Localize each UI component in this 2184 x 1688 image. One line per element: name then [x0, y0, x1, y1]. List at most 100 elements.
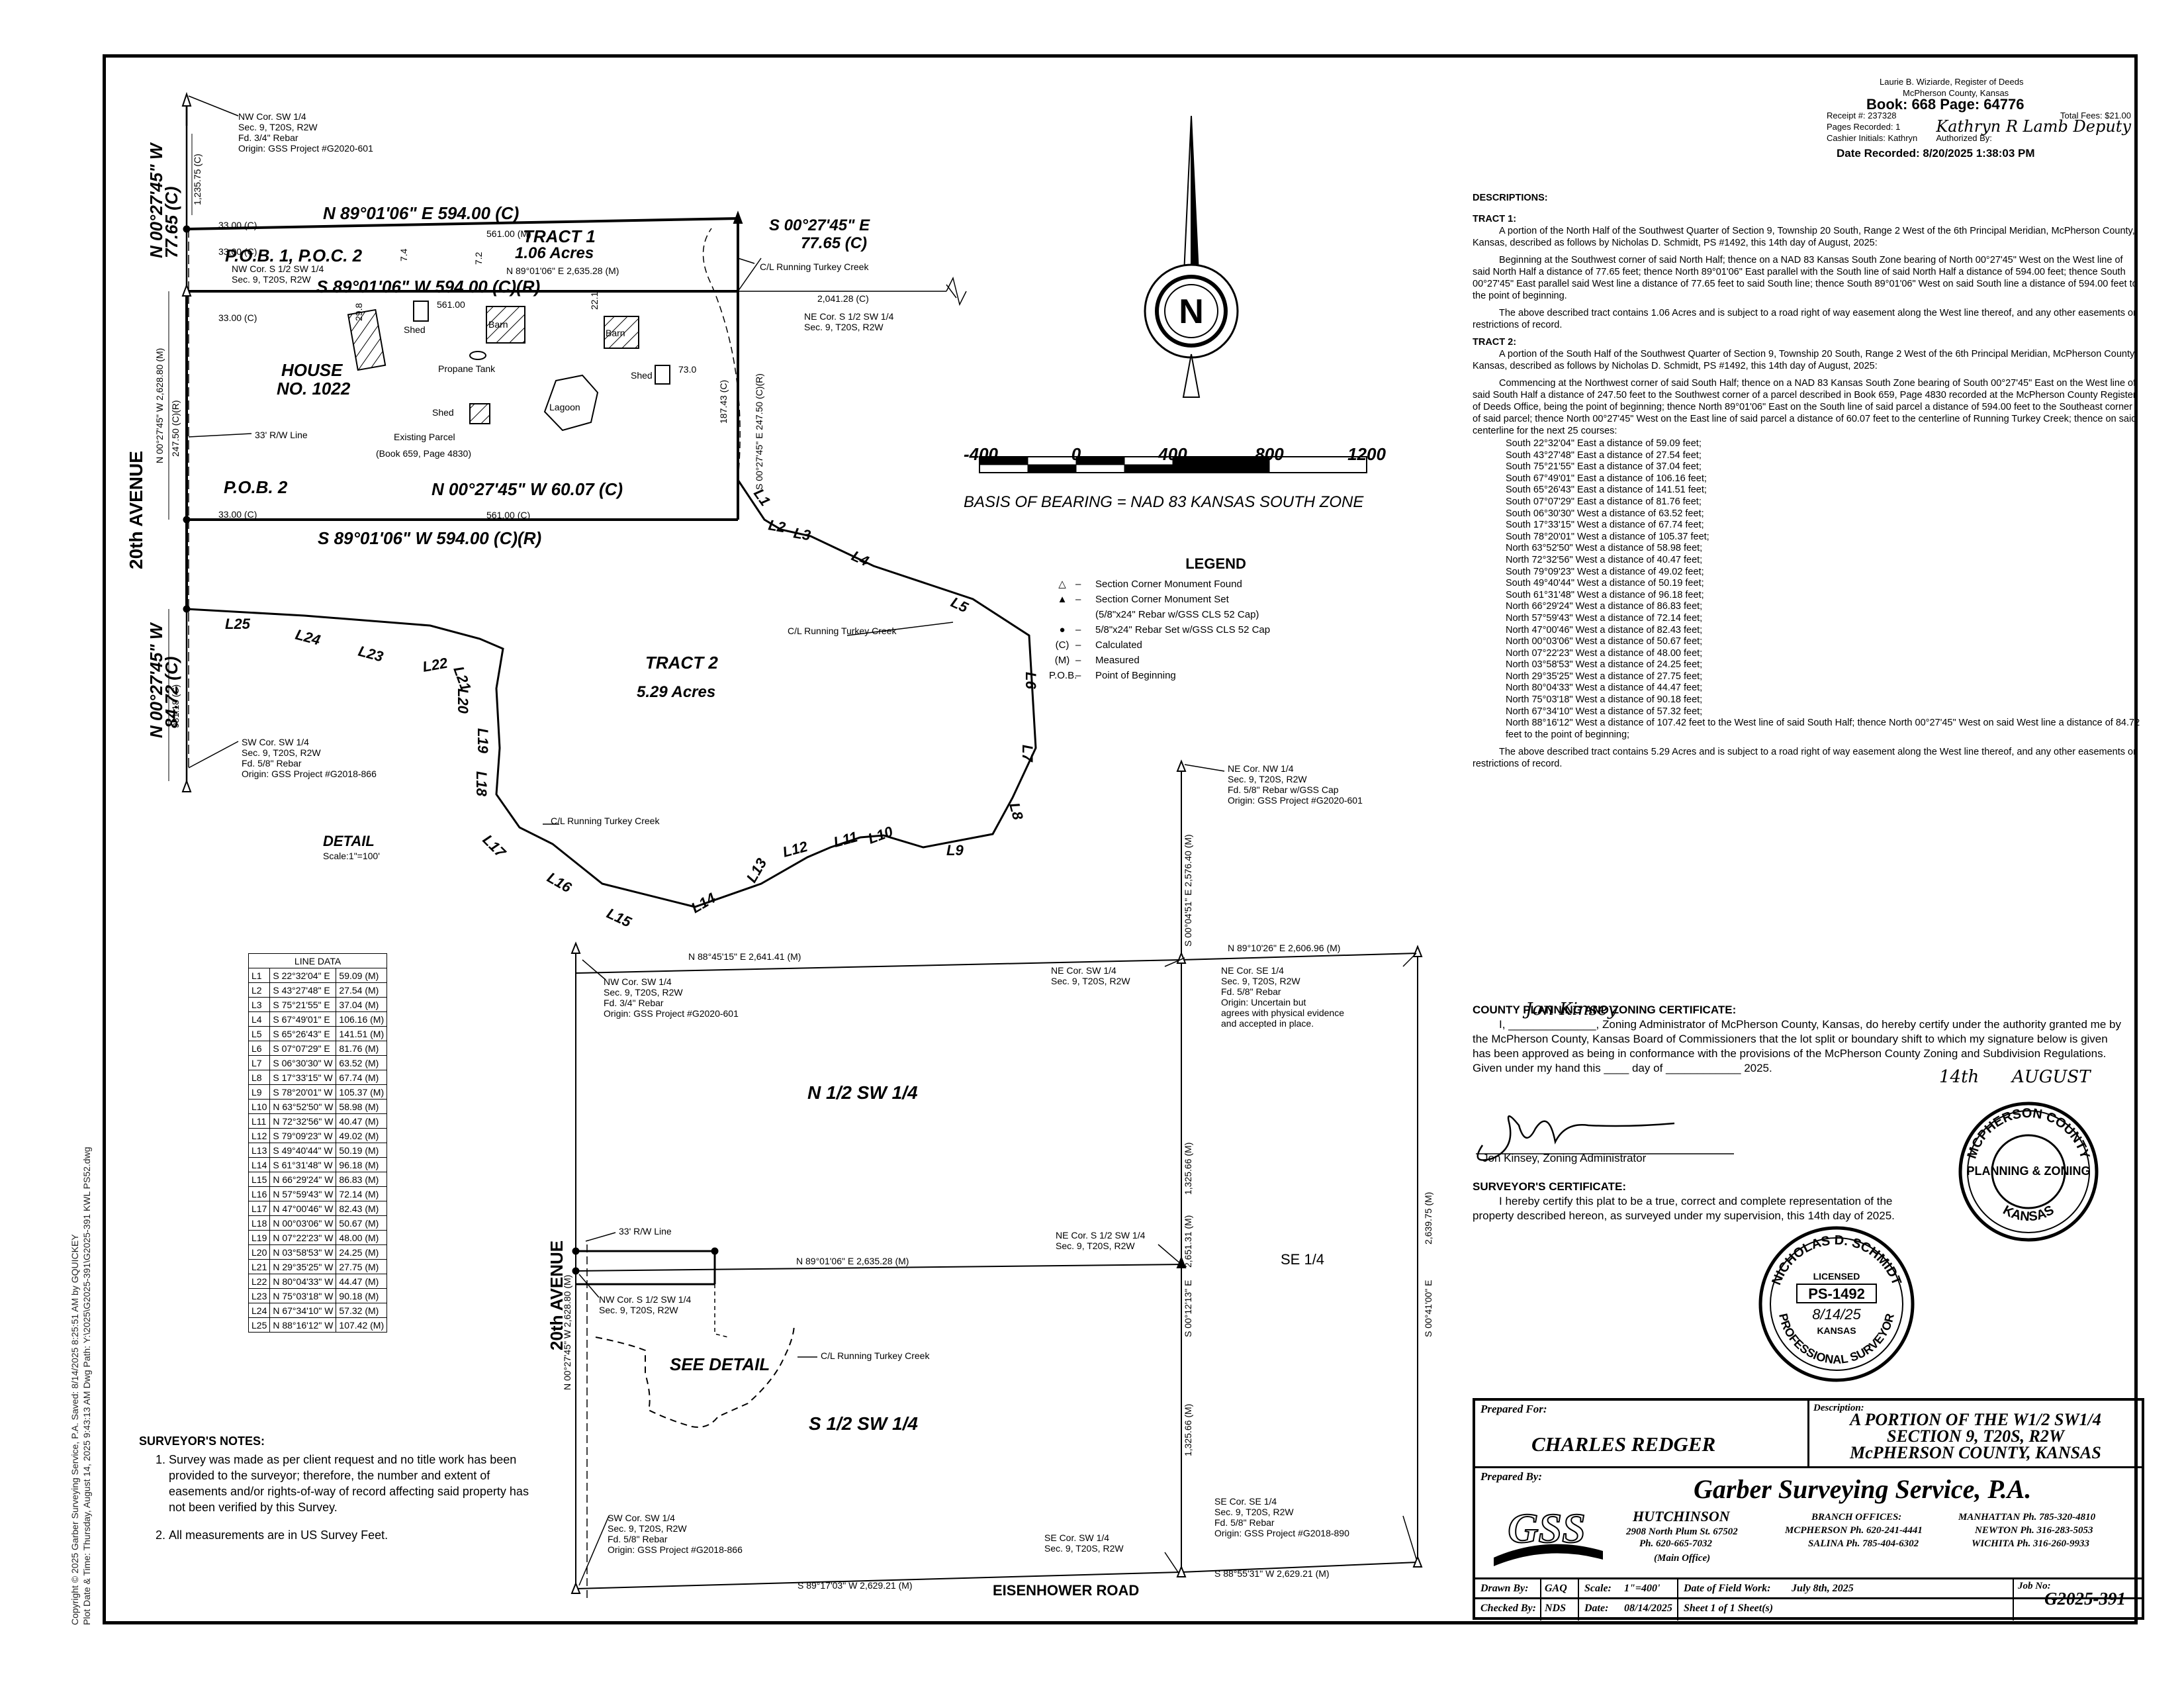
line-id-cell: L6	[248, 1041, 271, 1056]
line-id-cell: L10	[248, 1099, 271, 1114]
gss-logo-icon: GSS	[1494, 1504, 1603, 1566]
course-item: North 80°04'33" West a distance of 44.47…	[1506, 682, 1703, 694]
line-bearing-cell: S 22°32'04" E	[269, 968, 337, 983]
dist-7: 7.2	[473, 252, 484, 265]
detail-title: DETAIL	[323, 833, 375, 849]
svg-text:KANSAS: KANSAS	[2001, 1203, 2057, 1224]
house-number: NO. 1022	[277, 379, 351, 399]
line-distance-cell: 141.51 (M)	[336, 1026, 388, 1041]
line-id-cell: L7	[248, 1055, 271, 1070]
note-2: All measurements are in US Survey Feet.	[169, 1527, 543, 1543]
legend-symbol: ▲	[1057, 594, 1068, 605]
course-item: North 47°00'46" West a distance of 82.43…	[1506, 624, 1703, 635]
line-id-cell: L18	[248, 1215, 271, 1231]
course-item: South 43°27'48" East a distance of 27.54…	[1506, 449, 1702, 461]
see-detail-label: SEE DETAIL	[670, 1354, 770, 1374]
legend-row: ▲ –Section Corner Monument Set	[1049, 592, 1270, 607]
zoning-signer: Jon Kinsey, Zoning Administrator	[1482, 1152, 1647, 1164]
legend-symbol	[1049, 607, 1075, 622]
legend-row: (C) –Calculated	[1049, 637, 1270, 653]
scale-tick-4: 1200	[1347, 444, 1386, 464]
sheet-count: Sheet 1 of 1 Sheet(s)	[1684, 1603, 1774, 1614]
dist-29: 29.8	[353, 303, 364, 321]
line-id-cell: L5	[248, 1026, 271, 1041]
line-distance-cell: 49.02 (M)	[336, 1128, 388, 1143]
line-distance-cell: 50.19 (M)	[336, 1143, 388, 1158]
line-label: L8	[1006, 801, 1026, 822]
branch-wichita: WICHITA Ph. 316-260-9933	[1972, 1538, 2089, 1549]
line-distance-cell: 48.00 (M)	[336, 1230, 388, 1245]
date-recorded: Date Recorded: 8/20/2025 1:38:03 PM	[1837, 147, 2035, 160]
bearing-mid: N 89°01'06" E 2,635.28 (M)	[796, 1256, 909, 1266]
dist-561-a: 561.00 (M)	[486, 228, 531, 239]
course-item: South 78°20'01" West a distance of 105.3…	[1506, 531, 1709, 542]
callout-ne-nw: NE Cor. NW 1/4 Sec. 9, T20S, R2W Fd. 5/8…	[1228, 763, 1363, 806]
scale-value: 1"=400'	[1624, 1583, 1661, 1594]
legend-symbol: (C)	[1055, 639, 1069, 651]
job-label: Job No:	[2018, 1581, 2051, 1591]
plat-date: 08/14/2025	[1624, 1603, 1672, 1614]
county-seal-mid: PLANNING & ZONING	[1967, 1164, 2091, 1178]
line-distance-cell: 67.74 (M)	[336, 1070, 388, 1085]
surveyor-seal-number: PS-1492	[1808, 1286, 1865, 1302]
dist-73: 73.0	[678, 364, 696, 375]
line-label: L6	[1023, 672, 1039, 689]
pob2-label: P.O.B. 2	[224, 477, 288, 497]
dist-187: 187.43 (C)	[718, 380, 729, 424]
creek-label-1: C/L Running Turkey Creek	[760, 261, 869, 272]
line-bearing-cell: N 00°03'06" W	[269, 1215, 337, 1231]
line-label: L25	[225, 616, 251, 632]
line-label: L22	[422, 655, 449, 675]
dist-1235: 1,235.75 (C)	[192, 154, 203, 205]
line-id-cell: L3	[248, 997, 271, 1012]
recording-block: Laurie B. Wiziarde, Register of Deeds Mc…	[1827, 76, 2138, 159]
gss-logo-text: GSS	[1508, 1505, 1585, 1552]
checked-by: NDS	[1545, 1603, 1567, 1614]
road-20th-overall: 20th AVENUE	[547, 1241, 567, 1350]
date-label: Date:	[1584, 1603, 1609, 1614]
s-half-label: S 1/2 SW 1/4	[809, 1413, 918, 1434]
line-id-cell: L1	[248, 968, 271, 983]
line-label: L3	[792, 524, 812, 543]
legal-descriptions: DESCRIPTIONS: TRACT 1: A portion of the …	[1473, 192, 2141, 775]
legend-row: (M) –Measured	[1049, 653, 1270, 668]
line-distance-cell: 63.52 (M)	[336, 1055, 388, 1070]
line-label: L10	[866, 823, 895, 847]
line-bearing-cell: S 65°26'43" E	[269, 1026, 337, 1041]
tract2-para3: The above described tract contains 5.29 …	[1473, 747, 2136, 770]
course-item: South 06°30'30" West a distance of 63.52…	[1506, 508, 1704, 519]
company-name: Garber Surveying Service, P.A.	[1694, 1474, 2032, 1504]
callout-nw-sw: NW Cor. SW 1/4 Sec. 9, T20S, R2W Fd. 3/4…	[604, 976, 739, 1019]
house-label: HOUSE	[281, 360, 343, 380]
n-half-label: N 1/2 SW 1/4	[807, 1082, 918, 1103]
surveyor-cert-heading: SURVEYOR'S CERTIFICATE:	[1473, 1180, 1626, 1193]
callout-ne-se: NE Cor. SE 1/4 Sec. 9, T20S, R2W Fd. 5/8…	[1221, 965, 1344, 1029]
scale-labels: -400 0 400 800 1200 BASIS OF BEARING = N…	[964, 444, 1386, 511]
legend-symbol: △	[1058, 579, 1066, 590]
ref-33-a: 33.00 (C)	[218, 220, 257, 230]
course-item: North 29°35'25" West a distance of 27.75…	[1506, 671, 1703, 682]
course-item: South 61°31'48" West a distance of 96.18…	[1506, 589, 1704, 600]
callout-sw-sw: SW Cor. SW 1/4 Sec. 9, T20S, R2W Fd. 5/8…	[608, 1513, 743, 1555]
bearing-n2: N 89°10'26" E 2,606.96 (M)	[1228, 943, 1340, 953]
rw-line-detail: 33' R/W Line	[255, 430, 308, 440]
line-bearing-cell: N 47°00'46" W	[269, 1201, 337, 1216]
county-seal-bottom: KANSAS	[2001, 1203, 2057, 1224]
hq-city: HUTCHINSON	[1633, 1508, 1730, 1524]
plot-info-text: Plot Date & Time: Thursday, August 14, 2…	[81, 1147, 92, 1626]
line-id-cell: L12	[248, 1128, 271, 1143]
surveyor-cert-body: I hereby certify this plat to be a true,…	[1473, 1195, 1895, 1222]
sheet-border	[103, 54, 2138, 1624]
course-item: South 49°40'44" West a distance of 50.19…	[1506, 578, 1704, 589]
scale-tick-0: -400	[964, 444, 999, 464]
prepared-by-label: Prepared By:	[1480, 1470, 1543, 1483]
county-seal-top: MCPHERSON COUNTY	[1965, 1106, 2093, 1161]
tract1-acres: 1.06 Acres	[515, 244, 594, 262]
north-letter: N	[1179, 293, 1204, 331]
line-label: L18	[473, 771, 490, 797]
